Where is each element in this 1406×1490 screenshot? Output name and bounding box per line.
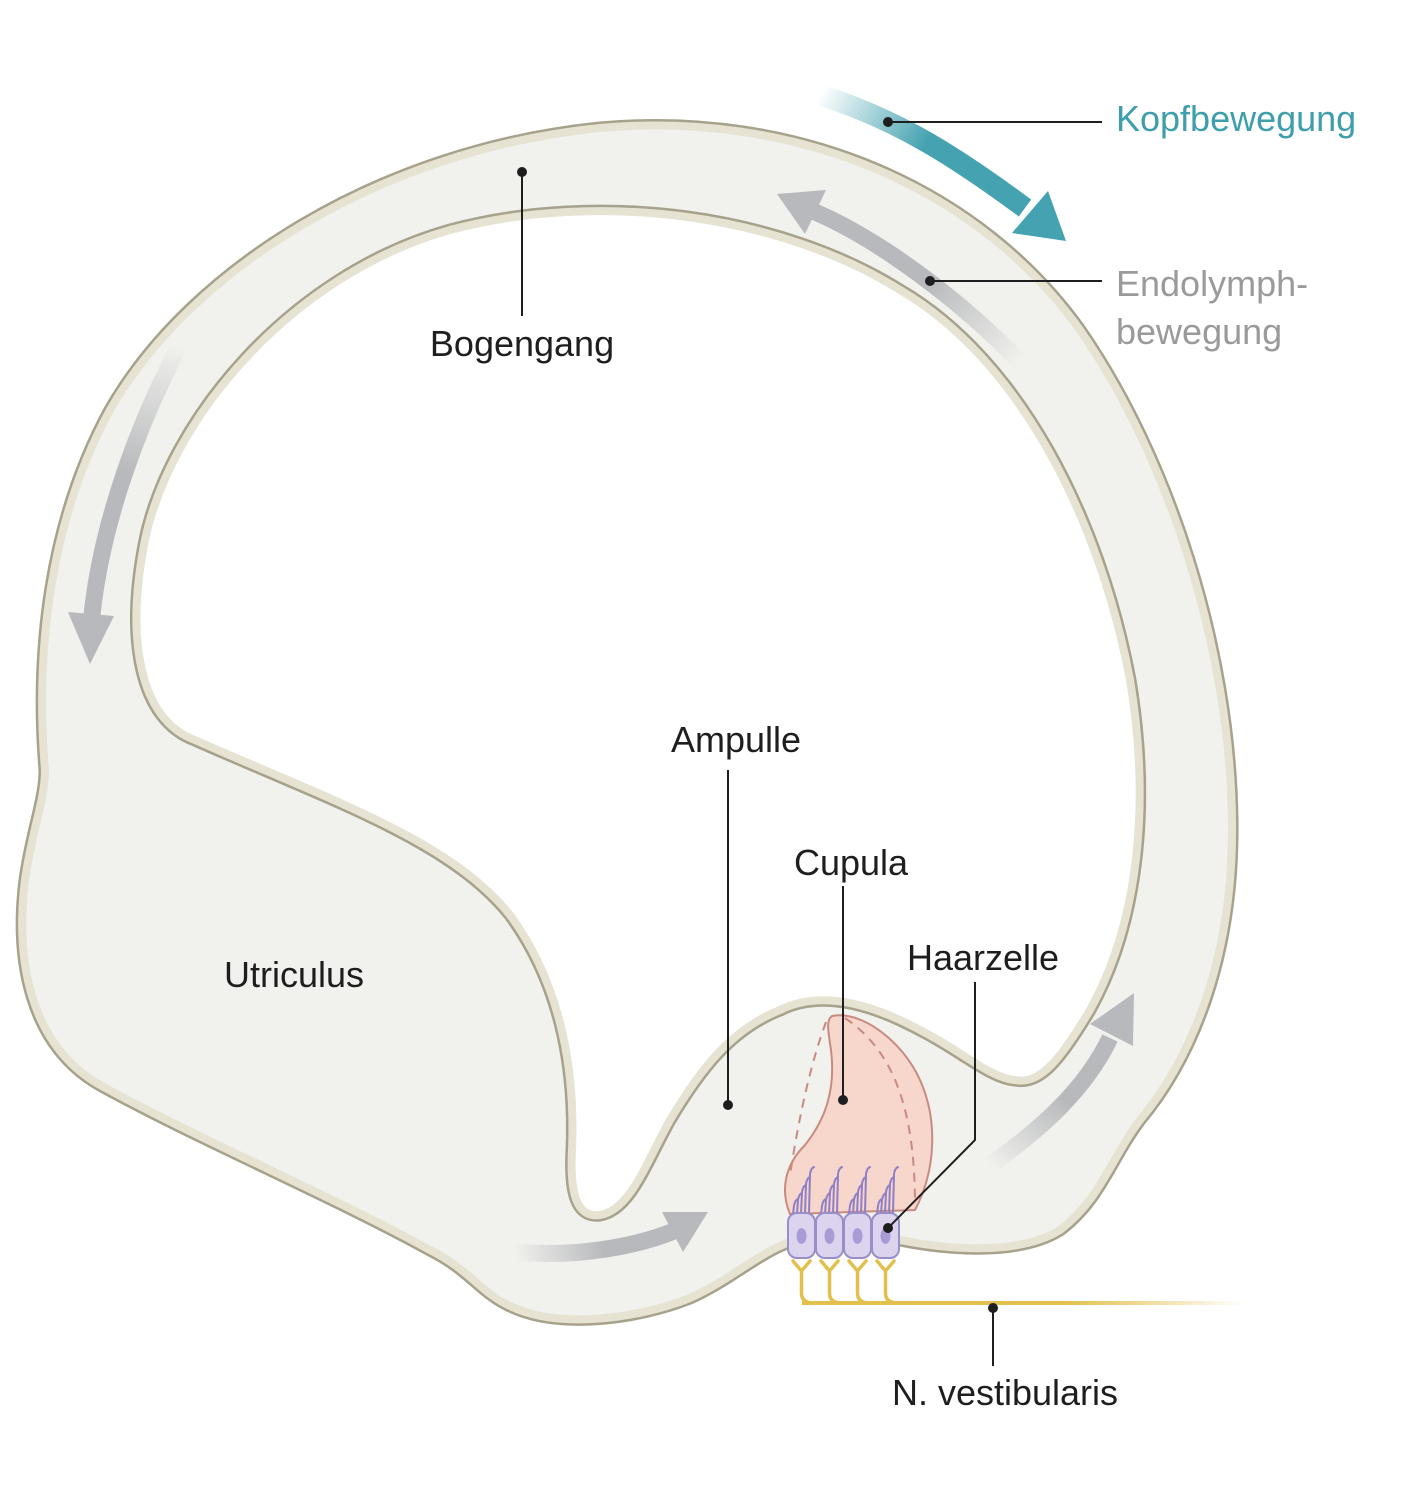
label-haarzelle: Haarzelle	[907, 937, 1059, 978]
nerve-branch	[819, 1259, 844, 1305]
label-n-vestibularis-group: N. vestibularis	[892, 1303, 1118, 1413]
label-utriculus-group: Utriculus	[224, 954, 364, 995]
marker-endolymphbewegung	[925, 276, 935, 286]
marker-haarzelle	[883, 1223, 893, 1233]
label-endolymph-line2: bewegung	[1116, 311, 1282, 352]
nerve-branch	[847, 1259, 872, 1305]
stereocilia-bundle	[848, 1166, 871, 1215]
vestibular-nerve	[791, 1259, 1245, 1305]
cupula	[784, 1014, 934, 1216]
marker-cupula	[838, 1095, 848, 1105]
label-haarzelle-group: Haarzelle	[883, 937, 1059, 1233]
hair-cell-nucleus	[796, 1228, 807, 1244]
hair-cells	[787, 1166, 900, 1259]
label-kopfbewegung-group: Kopfbewegung	[883, 98, 1356, 139]
label-ampulle: Ampulle	[671, 719, 801, 760]
label-utriculus: Utriculus	[224, 954, 364, 995]
marker-bogengang	[517, 167, 527, 177]
leader-haarzelle	[887, 982, 976, 1229]
label-cupula-group: Cupula	[794, 842, 909, 1105]
endolymph-flow-arrows	[68, 190, 1134, 1262]
stereocilia-bundle	[876, 1166, 899, 1215]
cupula-body	[784, 1014, 934, 1216]
hair-cell-nucleus	[824, 1228, 835, 1244]
cupula-deflection-outline-left	[789, 1021, 827, 1176]
endolymph-arrow-bottom	[514, 1212, 708, 1262]
stereocilia-bundle	[792, 1166, 815, 1215]
label-n-vestibularis: N. vestibularis	[892, 1372, 1118, 1413]
hair-cell-nucleus	[852, 1228, 863, 1244]
label-bogengang: Bogengang	[430, 323, 614, 364]
hair-cell	[815, 1166, 844, 1259]
label-bogengang-group: Bogengang	[430, 167, 614, 364]
label-endolymph-group: Endolymph- bewegung	[925, 263, 1308, 352]
cupula-deflection-outline-right	[844, 1017, 916, 1201]
marker-kopfbewegung	[883, 117, 893, 127]
hair-cell	[843, 1166, 872, 1259]
endolymph-arrow-left	[68, 341, 188, 664]
marker-ampulle	[723, 1100, 733, 1110]
endolymph-arrow-right	[985, 993, 1134, 1172]
label-endolymph-line1: Endolymph-	[1116, 263, 1308, 304]
marker-n-vestibularis	[988, 1303, 998, 1313]
hair-cell	[787, 1166, 816, 1259]
nerve-branch	[875, 1259, 900, 1305]
membranous-labyrinth	[22, 125, 1232, 1319]
label-ampulle-group: Ampulle	[671, 719, 801, 1110]
nerve-branch	[791, 1259, 816, 1305]
endolymph-arrow-top	[777, 190, 1027, 368]
stereocilia-bundle	[820, 1166, 843, 1215]
label-cupula: Cupula	[794, 842, 909, 883]
head-movement-arrow	[816, 84, 1066, 241]
label-kopfbewegung: Kopfbewegung	[1116, 98, 1356, 139]
